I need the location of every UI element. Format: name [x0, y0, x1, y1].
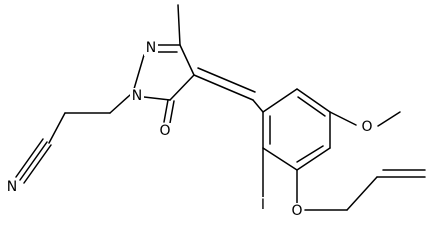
atom-n-nitrile: N: [7, 179, 17, 195]
bond-ome-ch3: [377, 111, 401, 127]
bond-c5-o-double: [169, 100, 175, 124]
bond-c3-c4: [179, 44, 195, 76]
bond-ar2-ar3: [296, 88, 331, 113]
atom-iodine: I: [261, 197, 265, 213]
atom-o-carbonyl: O: [159, 123, 170, 139]
bond-ch2-n1: [109, 94, 131, 114]
bond-c3-methyl: [177, 4, 181, 46]
atom-o-methoxy: O: [361, 119, 372, 135]
atom-n2: N: [146, 40, 156, 56]
bond-ar4-ar5: [296, 147, 331, 171]
bond-c4-ch: [193, 74, 254, 101]
bond-c5-o: [163, 99, 169, 123]
bond-ar5-ar6: [262, 147, 298, 171]
bond-c4-c5: [169, 74, 195, 101]
molecule-structure: N N O N O O I: [5, 4, 426, 219]
bond-cn-ch2: [48, 112, 66, 144]
bond-c5-n1: [143, 96, 171, 101]
bonds: [15, 4, 426, 211]
bond-nitrile-triple-a: [19, 141, 48, 181]
bond-allyl-ch2-ch: [346, 176, 378, 211]
bond-n1-n2: [133, 54, 145, 90]
atom-n1: N: [132, 88, 142, 104]
bond-ch-ar1: [252, 99, 264, 113]
atom-labels: N N O N O O I: [5, 40, 374, 219]
bond-nitrile-triple-b: [23, 144, 52, 184]
bond-ar2-ar3-inner: [297, 96, 326, 117]
bond-nitrile-triple-c: [15, 138, 44, 178]
bond-ar3-ome: [329, 111, 357, 126]
bond-ar4-ar5-inner: [296, 145, 324, 163]
bond-ar1-ar2: [262, 88, 298, 113]
bond-c4-ch-double: [197, 67, 256, 93]
atom-o-allyloxy: O: [291, 203, 302, 219]
